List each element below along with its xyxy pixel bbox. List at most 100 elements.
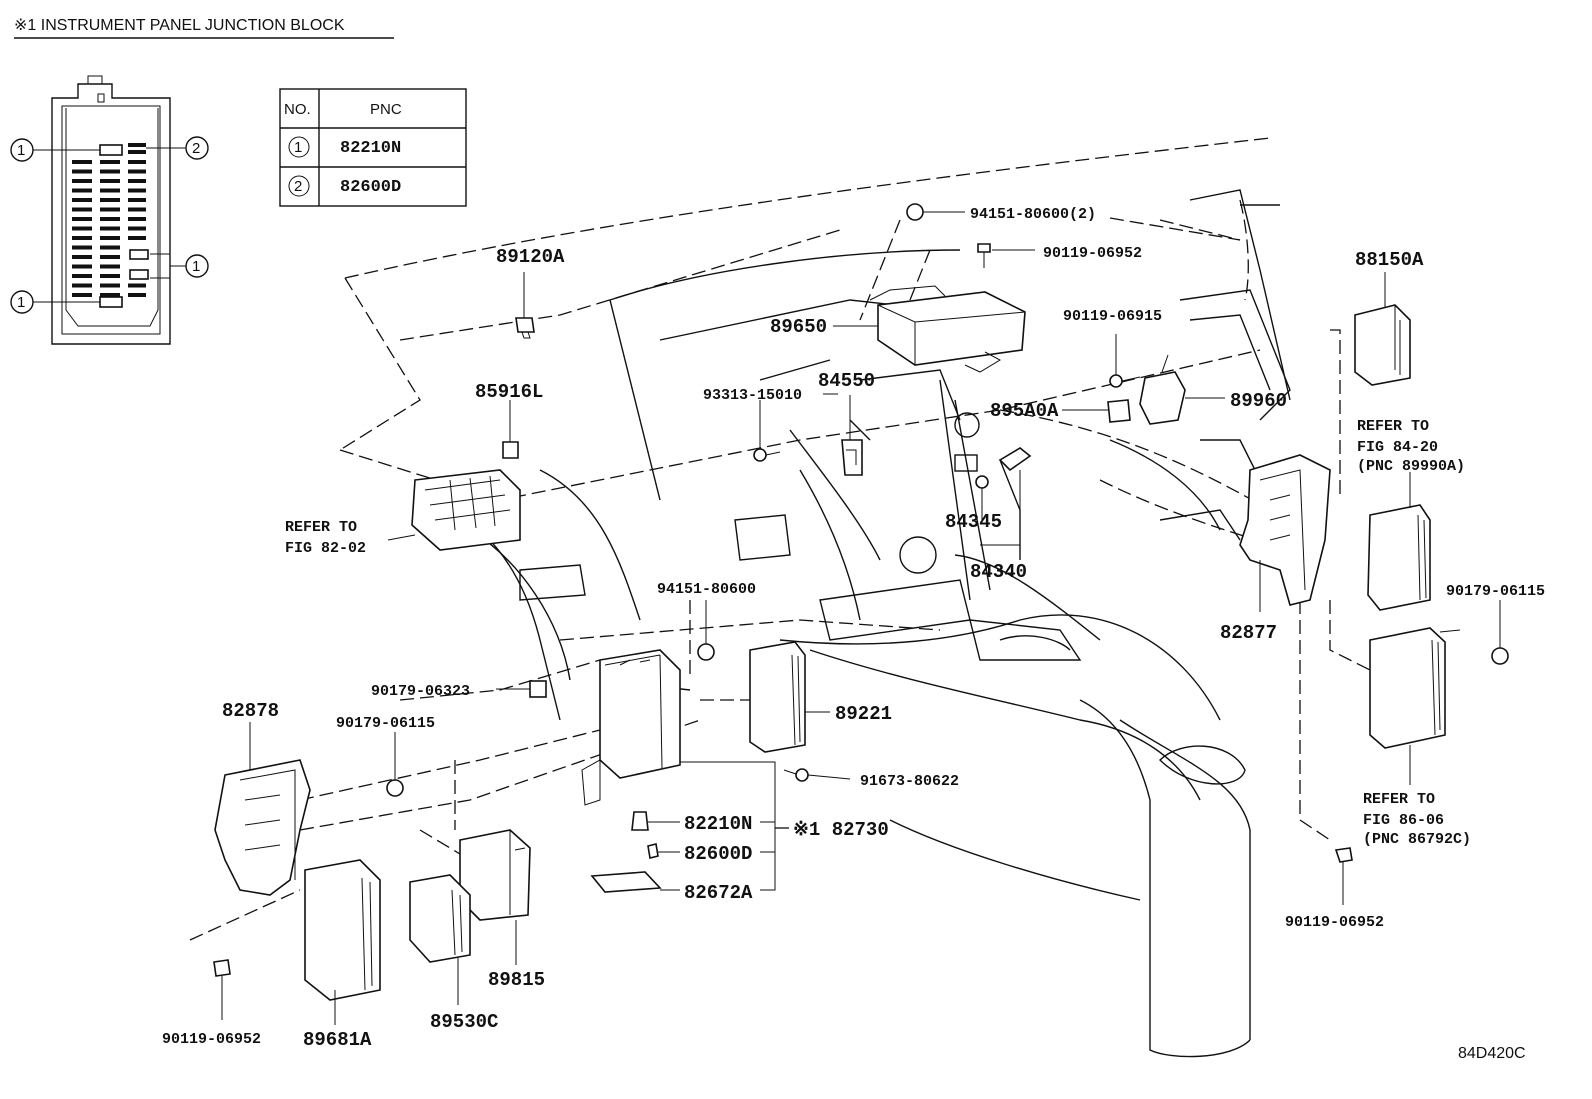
label-90119-06915: 90119-06915: [1063, 308, 1162, 325]
component-junction-block-82730: [581, 649, 681, 806]
fuse-slot: [128, 217, 146, 221]
component-82210N-relay: [631, 811, 680, 831]
fuse-slot: [100, 207, 120, 212]
label-refer-fig84-20-line3: (PNC 89990A): [1357, 458, 1465, 475]
label-94151-80600-2: 94151-80600(2): [970, 206, 1096, 223]
fuse-slot: [72, 198, 92, 202]
fuse-slot: [128, 207, 146, 212]
label-90179-06115-right: 90179-06115: [1446, 583, 1545, 600]
callout-1-right: 1: [150, 253, 209, 279]
label-94151-80600: 94151-80600: [657, 581, 756, 598]
component-89530C: [409, 874, 471, 1005]
component-90119-06952-bolt-bottom: [213, 959, 231, 1020]
fuse-slot: [128, 150, 146, 154]
pnc-table-row-no: 2: [294, 178, 302, 195]
component-91673-80622-bolt: [783, 768, 851, 782]
callout-2-top-right: 2: [146, 136, 209, 160]
component-90179-06115-nut-right: [1491, 600, 1509, 665]
component-82600D-fuse: [647, 843, 680, 859]
fuse-slot: [128, 198, 146, 202]
fuse-slot: [100, 264, 120, 269]
label-89530C: 89530C: [430, 1011, 498, 1033]
label-refer-fig86-06-line3: (PNC 86792C): [1363, 831, 1471, 848]
fuse-slot: [72, 179, 92, 183]
component-89221: [749, 641, 830, 753]
pnc-table-row-no: 1: [294, 139, 302, 156]
component-85916L: [502, 400, 519, 459]
component-89120A: [515, 272, 535, 339]
label-88150A: 88150A: [1355, 249, 1424, 271]
fuse-slot: [72, 236, 92, 240]
instrument-panel-outline: [189, 137, 1371, 941]
svg-text:1: 1: [17, 142, 25, 159]
fuse-slot: [128, 179, 146, 183]
part-labels: 89120A 85916L REFER TO FIG 82-02 94151-8…: [162, 206, 1545, 1062]
component-90119-06952-bolt-right: [1334, 847, 1353, 905]
label-93313-15010: 93313-15010: [703, 387, 802, 404]
fuse-slot: [100, 188, 120, 193]
fuse-slot: [128, 169, 146, 174]
svg-text:2: 2: [192, 140, 200, 157]
fuse-slot: [128, 226, 146, 231]
component-90179-06323-clip: [496, 680, 547, 698]
label-90119-06952-right: 90119-06952: [1285, 914, 1384, 931]
fuse-slot: [128, 143, 146, 147]
label-refer-fig82-02-line1: REFER TO: [285, 519, 357, 536]
component-90119-06915-bolt: [1109, 334, 1141, 388]
fuse-slot: [128, 188, 146, 193]
fuse-slot: [128, 293, 146, 297]
fuse-slot: [72, 207, 92, 212]
fuse-slot: [72, 169, 92, 174]
fuse-slot: [100, 283, 120, 288]
component-90119-06952-bolt-top: [977, 243, 1035, 268]
component-82672A-cover: [590, 871, 680, 893]
fuse-slot: [100, 160, 120, 164]
fuse-slot: [128, 236, 146, 240]
label-84550: 84550: [818, 370, 875, 392]
label-refer-fig84-20-line1: REFER TO: [1357, 418, 1429, 435]
component-fig84-20-ecu: [1367, 472, 1431, 611]
label-refer-fig82-02-line2: FIG 82-02: [285, 540, 366, 557]
component-84345-ring: [975, 475, 989, 520]
component-93313-15010-screw: [753, 400, 781, 462]
fuse-slot: [72, 293, 92, 297]
label-82730: ※1 82730: [793, 819, 889, 841]
label-90179-06323: 90179-06323: [371, 683, 470, 700]
fuse-slot: [100, 198, 120, 202]
fuse-slot: [100, 226, 120, 231]
instrument-panel-structure: [429, 189, 1291, 1058]
label-84345: 84345: [945, 511, 1002, 533]
label-89815: 89815: [488, 969, 545, 991]
label-90179-06115-left: 90179-06115: [336, 715, 435, 732]
fuse-slot: [100, 255, 120, 259]
component-94151-80600-nut-mid: [697, 600, 715, 661]
pnc-table-row-pnc: 82210N: [340, 139, 401, 158]
fuse-slot: [100, 293, 120, 297]
label-89960: 89960: [1230, 390, 1287, 412]
pnc-table-row-pnc: 82600D: [340, 178, 401, 197]
component-89681A: [304, 859, 381, 1025]
label-84340: 84340: [970, 561, 1027, 583]
label-82600D: 82600D: [684, 843, 752, 865]
label-82878: 82878: [222, 700, 279, 722]
fuse-slot: [100, 169, 120, 174]
label-85916L: 85916L: [475, 381, 543, 403]
component-82878-bracket: [214, 722, 311, 896]
fuse-slot: [72, 217, 92, 221]
component-89960: [1139, 354, 1225, 425]
component-88150A: [1354, 272, 1411, 386]
svg-text:1: 1: [17, 294, 25, 311]
svg-text:1: 1: [192, 258, 200, 275]
label-refer-fig84-20-line2: FIG 84-20: [1357, 439, 1438, 456]
pnc-table-header-no: NO.: [284, 101, 311, 118]
label-refer-fig86-06-line2: FIG 86-06: [1363, 812, 1444, 829]
fuse-slot: [100, 236, 120, 240]
component-895A0A: [1062, 399, 1131, 423]
callout-1-top-left: 1: [10, 138, 100, 162]
component-89650: [833, 285, 1026, 373]
label-refer-fig86-06-line1: REFER TO: [1363, 791, 1435, 808]
component-fig82-02-block: [411, 469, 521, 551]
label-89650: 89650: [770, 316, 827, 338]
label-91673-80622: 91673-80622: [860, 773, 959, 790]
